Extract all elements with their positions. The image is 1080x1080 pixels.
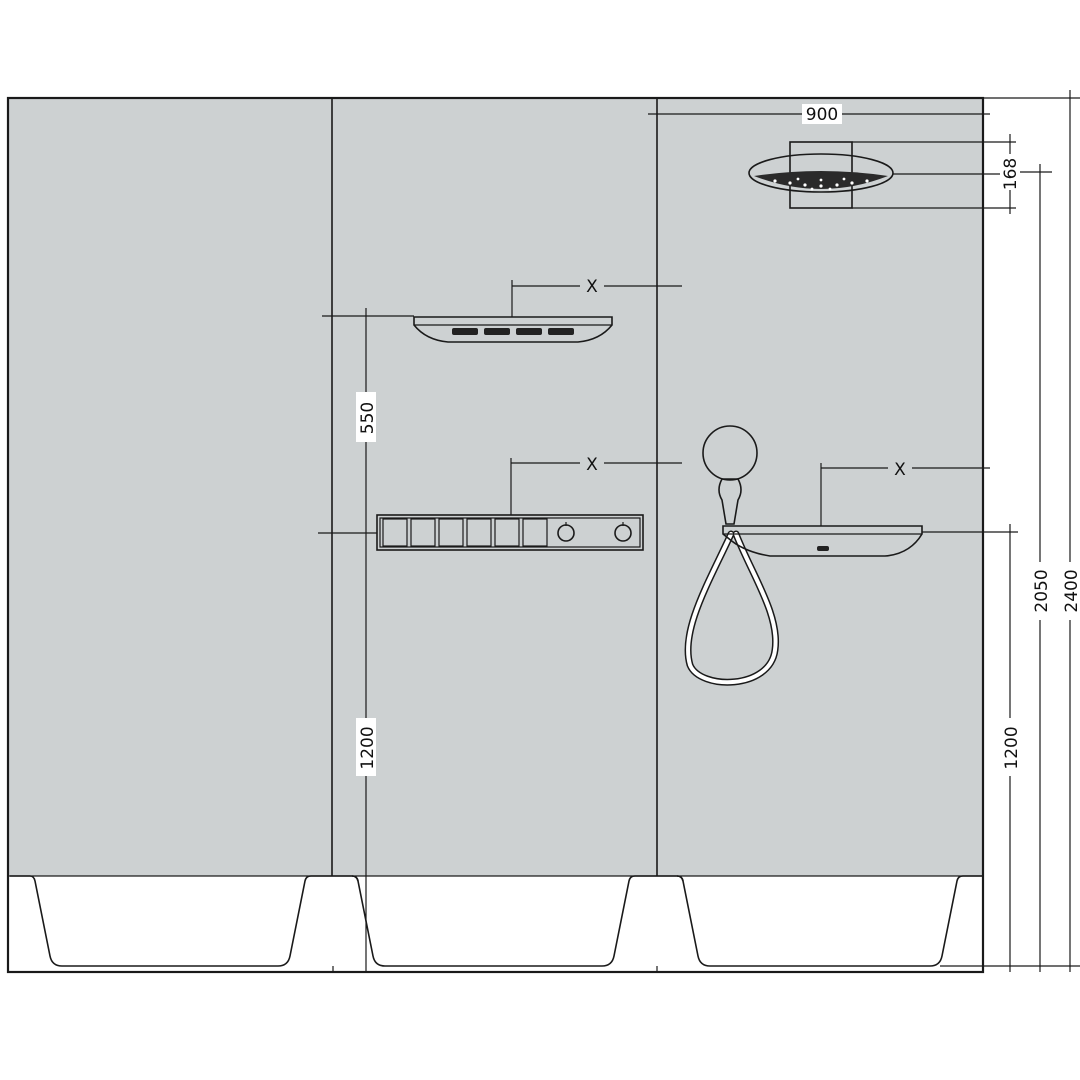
tray-middle xyxy=(351,875,684,967)
control-key-5 xyxy=(494,518,520,547)
dimension-label-x-top: X xyxy=(586,277,598,297)
shelf-button-1 xyxy=(452,328,478,335)
right-shelf xyxy=(722,525,923,557)
shower-nozzles xyxy=(773,177,869,191)
top-shelf-body xyxy=(413,316,613,343)
thermostat-module xyxy=(376,514,644,551)
floor-trays xyxy=(10,875,983,972)
dimension-head-width: 900 xyxy=(648,104,990,125)
dimension-label-x-mid: X xyxy=(586,455,598,475)
right-shelf-body xyxy=(722,525,923,557)
control-key-6 xyxy=(522,518,548,547)
dimension-shelf-offset-mid: X xyxy=(510,455,682,515)
dimension-shelf-offset-top: X xyxy=(511,277,682,317)
dimension-label-x-right: X xyxy=(894,460,906,480)
shelf-button-3 xyxy=(516,328,542,335)
hand-shower xyxy=(684,425,780,686)
shelf-button-2 xyxy=(484,328,510,335)
top-shelf-control xyxy=(413,316,613,343)
hose-inner xyxy=(686,532,778,685)
tray-right xyxy=(676,875,983,967)
control-key-3 xyxy=(438,518,464,547)
control-key-4 xyxy=(466,518,492,547)
overhead-shower xyxy=(748,141,894,209)
wall-surface xyxy=(8,98,983,876)
dimension-label-900: 900 xyxy=(806,105,838,125)
dimension-head-mount-height: 2050 xyxy=(1020,164,1052,972)
dimension-right-1200: 1200 xyxy=(922,524,1022,972)
hand-shower-head xyxy=(702,425,758,481)
dimension-wall-height: 2400 xyxy=(983,90,1080,972)
dimension-label-2400: 2400 xyxy=(1062,569,1080,612)
control-key-2 xyxy=(410,518,436,547)
tray-left xyxy=(10,875,359,967)
dimension-label-2050: 2050 xyxy=(1032,569,1052,612)
dimension-label-168: 168 xyxy=(1001,158,1021,190)
control-key-1 xyxy=(382,518,408,547)
dimension-left-vertical: 550 1200 xyxy=(318,308,414,972)
dimension-shelf-offset-right: X xyxy=(820,460,990,526)
wall-frame xyxy=(6,96,985,974)
dimension-label-1200-right: 1200 xyxy=(1002,726,1022,769)
dimension-head-height: 168 xyxy=(852,134,1021,214)
shower-head-disc xyxy=(748,153,894,193)
hand-shower-handle xyxy=(718,478,742,525)
dimension-label-1200-left: 1200 xyxy=(358,726,378,769)
dimension-label-550: 550 xyxy=(358,402,378,434)
right-shelf-button xyxy=(817,546,829,551)
shelf-button-4 xyxy=(548,328,574,335)
